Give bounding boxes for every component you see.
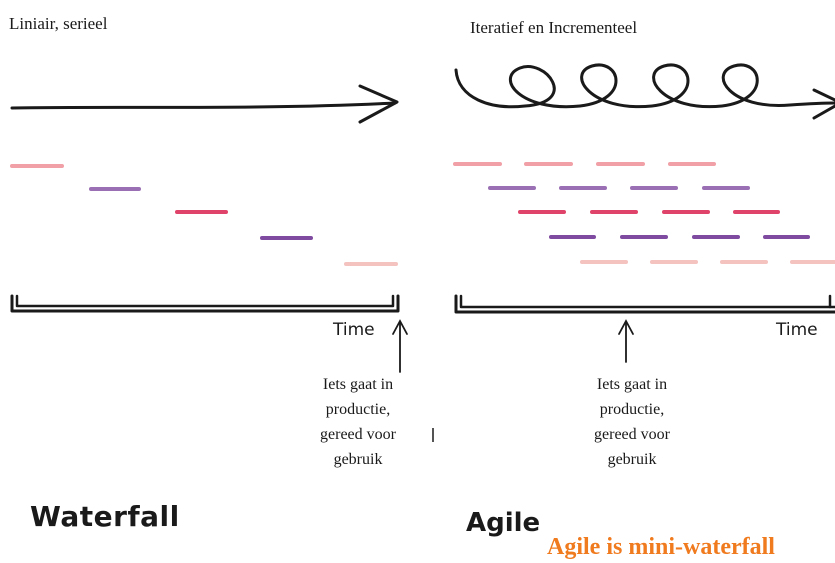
waterfall-timeline — [10, 294, 400, 313]
waterfall-time-label: Time — [333, 320, 375, 340]
note-line: gebruik — [333, 451, 383, 468]
note-line: gereed voor — [320, 426, 396, 443]
agile-time-label: Time — [776, 320, 818, 340]
waterfall-release-arrow — [392, 319, 408, 373]
waterfall-release-note: Iets gaat in productie, gereed voor gebr… — [288, 372, 428, 472]
note-line: productie, — [599, 401, 665, 418]
waterfall-phases — [10, 164, 398, 266]
note-line: gereed voor — [594, 426, 670, 443]
agile-release-note: Iets gaat in productie, gereed voor gebr… — [562, 372, 702, 472]
note-line: Iets gaat in — [596, 376, 668, 393]
waterfall-heading: Liniair, serieel — [9, 14, 108, 33]
agile-timeline — [454, 294, 835, 314]
agile-heading: Iteratief en Incrementeel — [470, 18, 638, 37]
agile-phases — [453, 162, 835, 264]
agile-spiral-arrow — [454, 63, 835, 120]
agile-tagline: Agile is mini-waterfall — [547, 534, 775, 560]
agile-title: Agile — [466, 508, 541, 538]
note-line: productie, — [325, 401, 391, 418]
waterfall-title: Waterfall — [30, 500, 180, 533]
note-line: gebruik — [607, 451, 657, 468]
agile-release-arrow — [618, 319, 634, 363]
waterfall-arrow — [10, 84, 399, 124]
note-line: Iets gaat in — [322, 376, 394, 393]
